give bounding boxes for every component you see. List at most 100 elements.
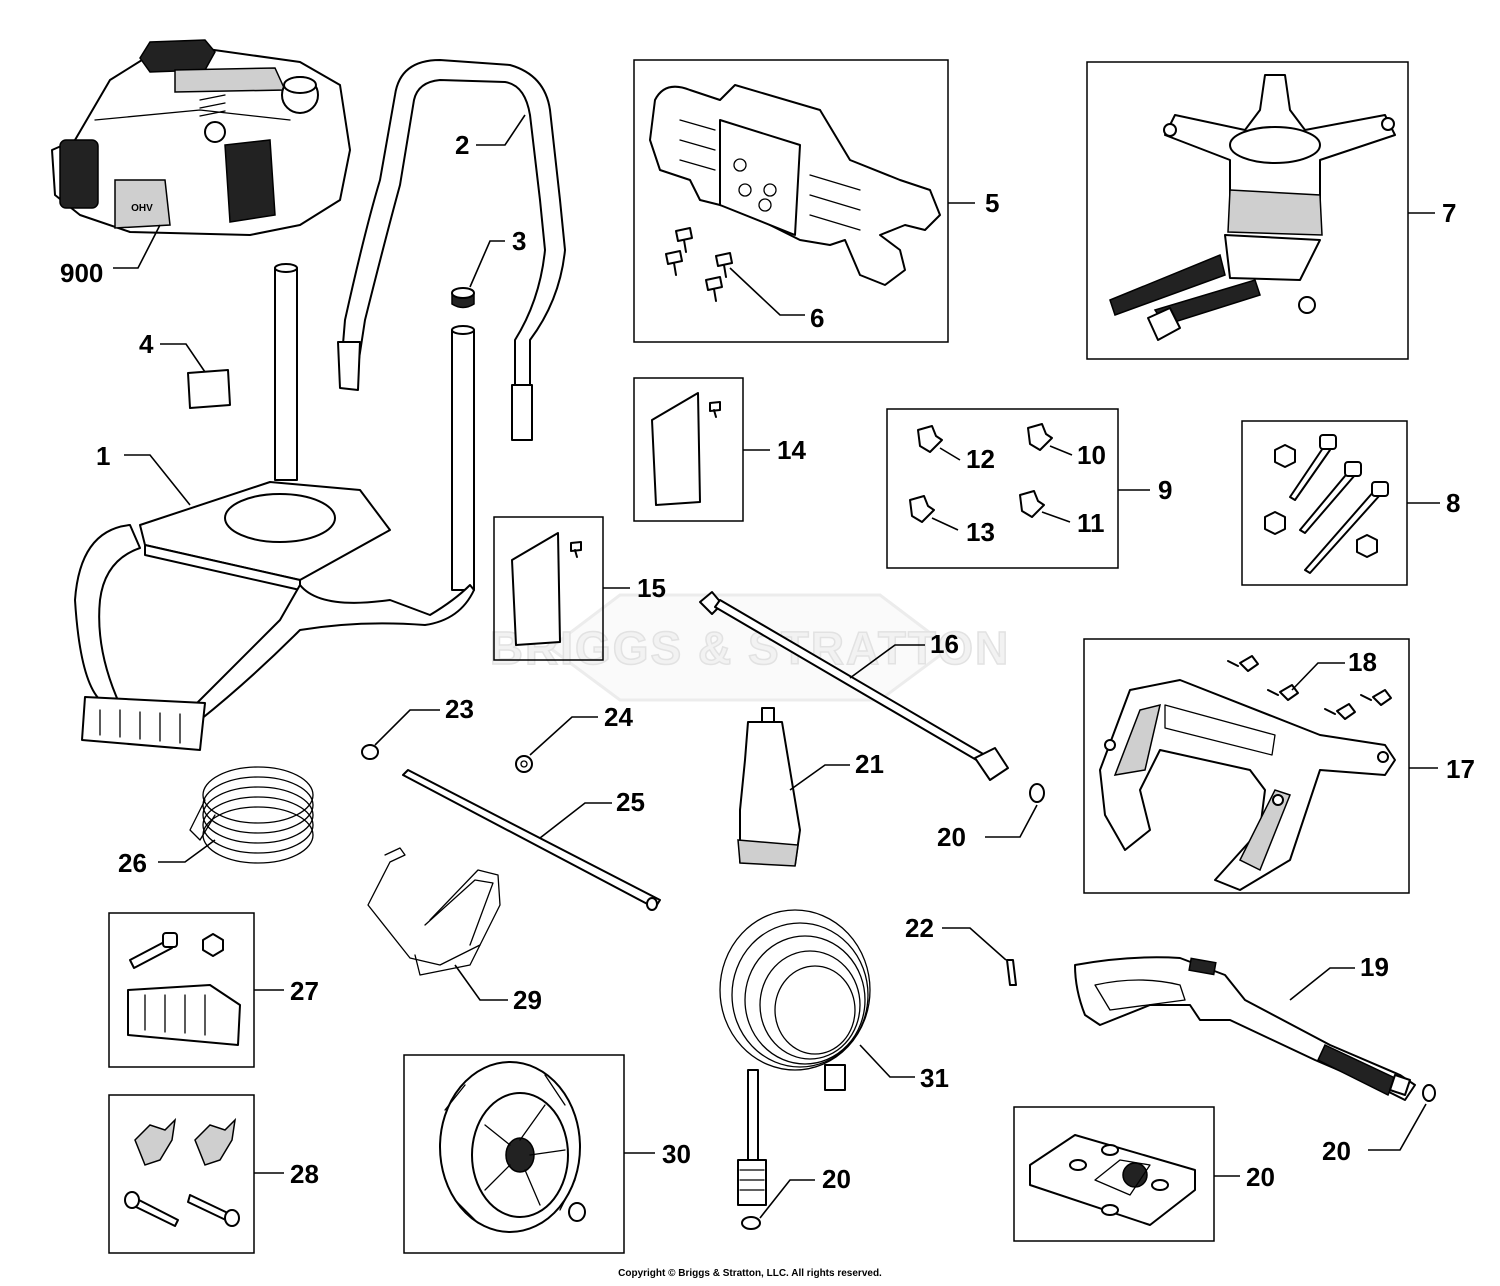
box-part-30 — [403, 1054, 625, 1254]
bolts-part-8[interactable] — [1264, 434, 1389, 574]
box-part-17 — [1083, 638, 1410, 894]
callout-8[interactable]: 8 — [1446, 488, 1460, 518]
callout-20a[interactable]: 20 — [937, 822, 966, 852]
leader-900 — [113, 224, 161, 269]
callout-20c[interactable]: 20 — [822, 1164, 851, 1194]
o-ring-part-20-hose[interactable] — [741, 1216, 761, 1230]
handle-part-2[interactable] — [337, 59, 566, 441]
leader-21 — [789, 764, 850, 791]
callout-27[interactable]: 27 — [290, 976, 319, 1006]
ring-part-23[interactable] — [361, 744, 379, 760]
leader-24 — [529, 716, 598, 756]
leader-6 — [729, 267, 805, 316]
callout-14[interactable]: 14 — [777, 435, 806, 465]
callout-10[interactable]: 10 — [1077, 440, 1106, 470]
washer-part-24[interactable] — [515, 755, 533, 773]
box-part-7 — [1086, 61, 1409, 360]
wheel-part-30[interactable] — [439, 1061, 586, 1233]
callout-7[interactable]: 7 — [1442, 198, 1456, 228]
callout-1[interactable]: 1 — [96, 441, 110, 471]
callout-6[interactable]: 6 — [810, 303, 824, 333]
callout-28[interactable]: 28 — [290, 1159, 319, 1189]
box-part-28 — [108, 1094, 255, 1254]
callout-17[interactable]: 17 — [1446, 754, 1475, 784]
callout-15[interactable]: 15 — [637, 573, 666, 603]
frame-part-1[interactable] — [74, 263, 475, 751]
leader-3 — [469, 240, 505, 288]
leader-25 — [539, 802, 612, 839]
leader-13 — [931, 517, 959, 531]
engine-ohv-badge: OHV — [131, 203, 153, 214]
callout-18[interactable]: 18 — [1348, 647, 1377, 677]
callout-900[interactable]: 900 — [60, 258, 103, 288]
pump-part-7[interactable] — [1109, 74, 1396, 341]
callout-9[interactable]: 9 — [1158, 475, 1172, 505]
callout-2[interactable]: 2 — [455, 130, 469, 160]
callout-19[interactable]: 19 — [1360, 952, 1389, 982]
knob-kit-part-28[interactable] — [124, 1117, 240, 1227]
copyright-notice: Copyright © Briggs & Stratton, LLC. All … — [618, 1268, 882, 1279]
callout-31[interactable]: 31 — [920, 1063, 949, 1093]
watermark-brand: BRIGGS & STRATTON — [490, 622, 1010, 674]
box-part-5 — [633, 59, 949, 343]
screws-part-18[interactable] — [1227, 655, 1392, 720]
callout-25[interactable]: 25 — [616, 787, 645, 817]
leader-20b — [1368, 1103, 1427, 1151]
spray-gun-part-19[interactable] — [1074, 956, 1416, 1101]
callout-29[interactable]: 29 — [513, 985, 542, 1015]
leader-20c — [759, 1179, 815, 1219]
callout-23[interactable]: 23 — [445, 694, 474, 724]
detergent-bottle-part-21[interactable] — [737, 707, 801, 867]
o-ring-part-20-gun[interactable] — [1422, 1084, 1436, 1102]
leader-12 — [939, 447, 961, 461]
leader-16 — [849, 644, 925, 679]
plate-part-15[interactable] — [511, 532, 582, 646]
cap-part-3[interactable] — [451, 287, 475, 309]
callout-11[interactable]: 11 — [1077, 508, 1105, 538]
leader-11 — [1041, 511, 1071, 523]
leader-18 — [1291, 662, 1345, 691]
bracket-part-29[interactable] — [367, 847, 501, 976]
guard-part-17[interactable] — [1099, 679, 1396, 891]
leader-22 — [942, 927, 1007, 961]
leader-23 — [374, 709, 440, 746]
bumper-kit-part-27[interactable] — [127, 932, 241, 1046]
pin-part-22[interactable] — [1006, 959, 1017, 986]
callout-3[interactable]: 3 — [512, 226, 526, 256]
callout-30[interactable]: 30 — [662, 1139, 691, 1169]
callout-12[interactable]: 12 — [966, 444, 995, 474]
shroud-part-5[interactable] — [649, 84, 941, 286]
leader-26 — [158, 839, 216, 863]
callout-24[interactable]: 24 — [604, 702, 633, 732]
label-part-4[interactable] — [187, 369, 231, 409]
callout-16[interactable]: 16 — [930, 629, 959, 659]
lance-part-16[interactable] — [699, 591, 1009, 781]
leader-10 — [1049, 445, 1073, 456]
callout-20b[interactable]: 20 — [1322, 1136, 1351, 1166]
callout-20d[interactable]: 20 — [1246, 1162, 1275, 1192]
box-part-9 — [886, 408, 1119, 569]
coil-part-26[interactable] — [189, 766, 314, 864]
o-ring-part-20-lance[interactable] — [1029, 783, 1045, 803]
callout-13[interactable]: 13 — [966, 517, 995, 547]
rod-part-25[interactable] — [402, 769, 661, 911]
leader-31 — [859, 1044, 915, 1078]
seal-kit-part-20[interactable] — [1029, 1134, 1196, 1226]
callout-22[interactable]: 22 — [905, 913, 934, 943]
hose-part-31[interactable] — [719, 909, 871, 1206]
leader-1 — [124, 454, 191, 506]
leader-29 — [454, 964, 508, 1001]
screws-part-6[interactable] — [665, 227, 733, 302]
callout-4[interactable]: 4 — [139, 329, 154, 359]
watermark: BRIGGS & STRATTON — [489, 593, 1010, 702]
screw-kit-part-9[interactable] — [909, 423, 1053, 523]
plate-part-14[interactable] — [651, 392, 721, 506]
leader-19 — [1289, 967, 1355, 1001]
leader-2 — [476, 114, 526, 146]
callout-26[interactable]: 26 — [118, 848, 147, 878]
callout-21[interactable]: 21 — [855, 749, 884, 779]
engine-part-900[interactable]: OHV — [51, 39, 351, 236]
callout-5[interactable]: 5 — [985, 188, 999, 218]
box-part-20-kit — [1013, 1106, 1215, 1242]
